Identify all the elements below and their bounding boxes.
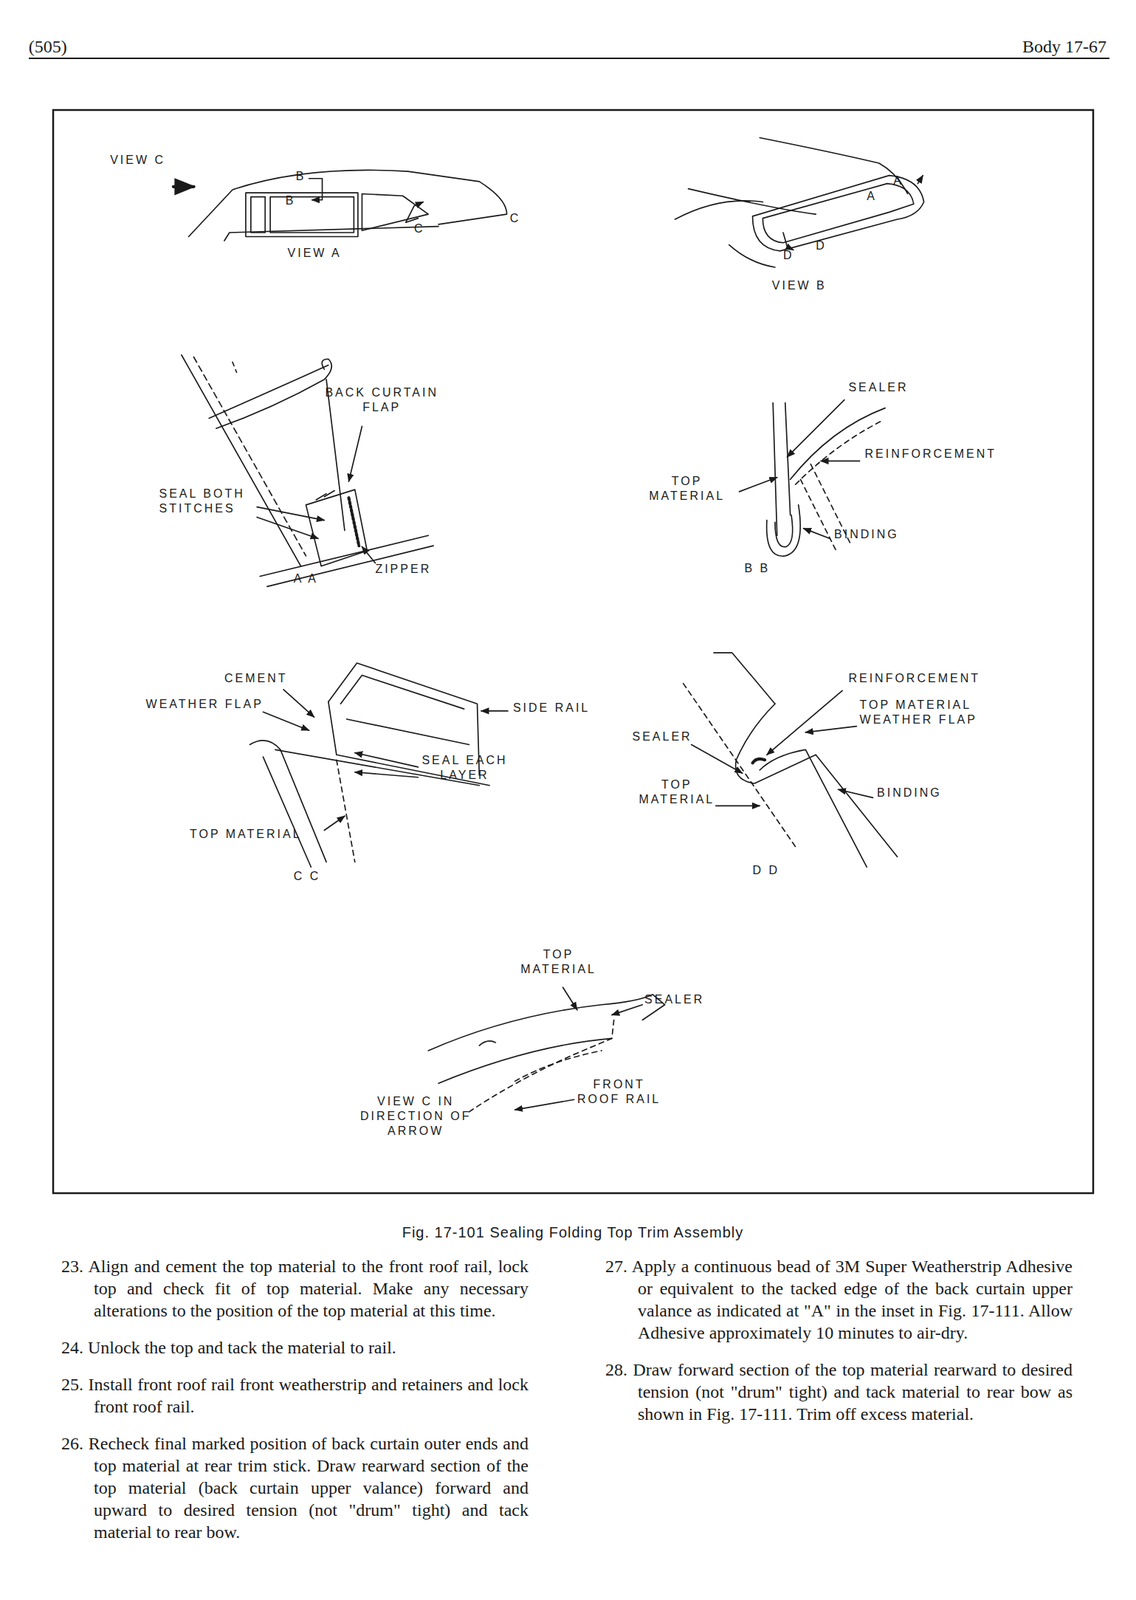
- part-label: TOP MATERIAL WEATHER FLAP: [859, 697, 1008, 728]
- instruction-step: 23. Align and cement the top material to…: [61, 1254, 529, 1322]
- part-label: SEAL BOTH STITCHES: [159, 486, 263, 516]
- part-label: SEAL EACH LAYER: [413, 752, 517, 783]
- page-number: (505): [28, 36, 68, 57]
- part-label: REINFORCEMENT: [865, 446, 998, 462]
- part-label: SIDE RAIL: [513, 700, 590, 716]
- figure-frame: [53, 109, 1094, 1193]
- view-label: VIEW C IN DIRECTION OF ARROW: [355, 1093, 477, 1139]
- section-letter: D: [783, 248, 795, 263]
- section-letter: C: [414, 221, 426, 237]
- section-letter: C: [510, 211, 522, 226]
- section-label: A A: [293, 571, 319, 587]
- part-label: CEMENT: [224, 670, 288, 686]
- instruction-step: 24. Unlock the top and tack the material…: [61, 1336, 529, 1359]
- section-label: D D: [752, 862, 781, 878]
- part-label: BACK CURTAIN FLAP: [307, 385, 456, 415]
- instruction-step: 28. Draw forward section of the top mate…: [605, 1358, 1073, 1425]
- section-letter: D: [815, 238, 827, 254]
- part-label: SEALER: [848, 380, 908, 395]
- part-label: WEATHER FLAP: [146, 696, 264, 712]
- section-letter: B: [295, 169, 307, 184]
- part-label: TOP MATERIAL: [507, 947, 611, 977]
- part-label: SEALER: [632, 729, 693, 745]
- view-label: VIEW B: [772, 278, 827, 294]
- section-label: B B: [744, 560, 770, 576]
- section-letter: B: [285, 193, 296, 209]
- view-label: VIEW A: [287, 245, 342, 261]
- part-label: FRONT ROOF RAIL: [571, 1076, 668, 1107]
- part-label: TOP MATERIAL: [635, 473, 739, 504]
- view-b-drawing: [675, 138, 925, 268]
- view-label: VIEW C: [109, 152, 166, 168]
- part-label: TOP MATERIAL: [189, 826, 302, 842]
- part-label: ZIPPER: [374, 561, 432, 577]
- part-label: BINDING: [876, 785, 942, 801]
- view-a-drawing: [173, 169, 508, 241]
- part-label: REINFORCEMENT: [848, 670, 981, 686]
- part-label: SEALER: [644, 992, 705, 1007]
- section-d-d-drawing: [683, 652, 898, 867]
- text-columns: 23. Align and cement the top material to…: [61, 1254, 1073, 1547]
- section-letter: A: [866, 188, 877, 204]
- instruction-step: 25. Install front roof rail front weathe…: [61, 1372, 529, 1418]
- figure-caption: Fig. 17-101 Sealing Folding Top Trim Ass…: [402, 1223, 745, 1241]
- section-letter: A: [893, 173, 904, 189]
- section-header: Body 17-67: [1022, 36, 1107, 57]
- instruction-step: 26. Recheck final marked position of bac…: [61, 1431, 529, 1543]
- instruction-step: 27. Apply a continuous bead of 3M Super …: [605, 1254, 1073, 1344]
- part-label: TOP MATERIAL: [625, 777, 729, 807]
- part-label: BINDING: [834, 527, 900, 542]
- section-label: C C: [293, 868, 322, 884]
- header-rule: [28, 57, 1110, 60]
